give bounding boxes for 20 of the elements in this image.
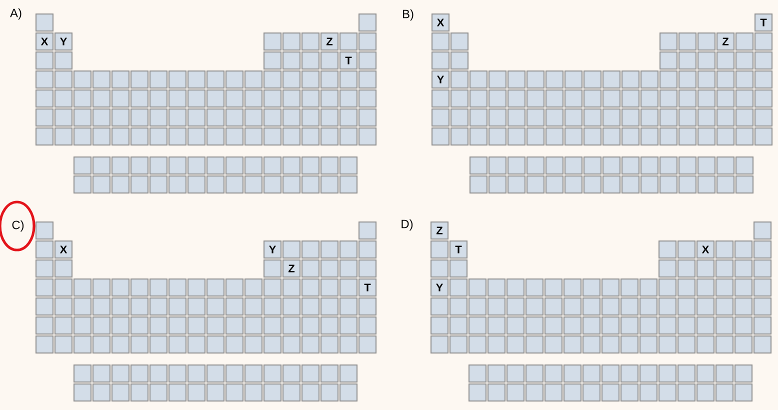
letter-cell: X bbox=[54, 240, 72, 258]
letter-cell: T bbox=[754, 14, 772, 32]
letter-cell: Z bbox=[320, 32, 338, 50]
option-label: C) bbox=[12, 220, 24, 232]
letter-cell: X bbox=[432, 14, 450, 32]
letter-cell: Z bbox=[716, 32, 734, 50]
letter-cell: T bbox=[450, 240, 468, 258]
letter-cell: Y bbox=[430, 278, 448, 296]
letter-cell: Y bbox=[432, 70, 450, 88]
letter-cell: Z bbox=[430, 222, 448, 240]
letter-cell: X bbox=[696, 240, 714, 258]
letter-cell: Y bbox=[54, 32, 72, 50]
option-label: D) bbox=[402, 219, 413, 231]
letter-cell: X bbox=[36, 32, 54, 50]
option-label: A) bbox=[10, 8, 22, 20]
letter-cell: T bbox=[358, 278, 376, 296]
letter-cell: Z bbox=[282, 260, 300, 278]
option-label: B) bbox=[403, 9, 414, 21]
letter-cell: T bbox=[340, 52, 358, 70]
letter-cell: Y bbox=[264, 240, 282, 258]
